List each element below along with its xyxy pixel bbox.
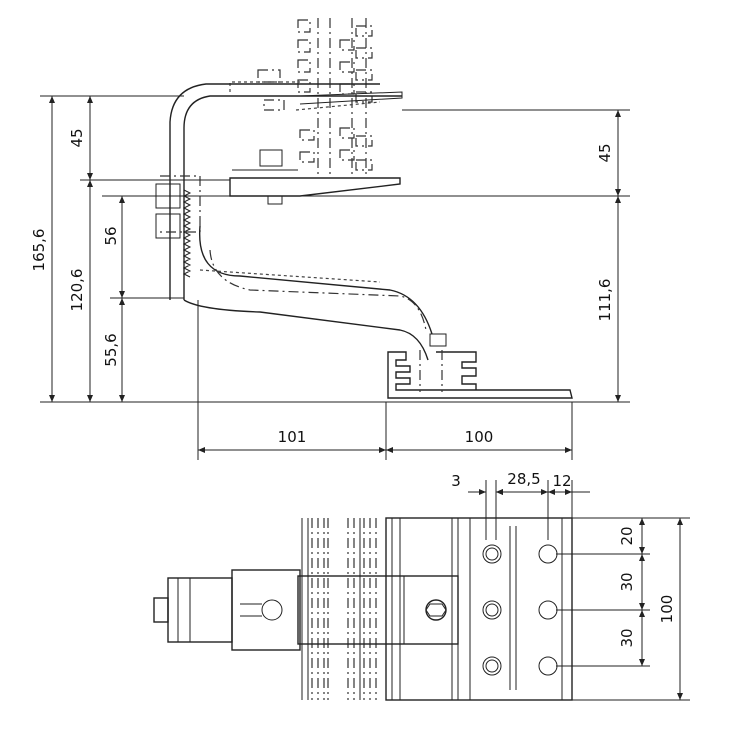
roof-hook: [102, 83, 403, 300]
dim-depth-100: 100: [658, 595, 676, 624]
dim-height-56: 56: [102, 226, 120, 245]
dim-pitch-30a: 30: [618, 572, 636, 591]
dim-right-111: 111,6: [596, 279, 614, 322]
mounting-holes: [482, 544, 558, 676]
base-plate: [385, 517, 573, 701]
top-extension-lines: [485, 480, 690, 701]
dim-height-120: 120,6: [68, 269, 86, 312]
clamp-knob: [153, 569, 301, 651]
cross-arm: [297, 575, 459, 645]
dim-slot-3: 3: [451, 472, 461, 490]
top-view: 3 28,5 12 20 30 30 100: [153, 470, 690, 701]
rail-profiles: [301, 518, 377, 700]
tile-profiles: [229, 18, 381, 178]
dimension-lines: [49, 96, 621, 453]
dim-spacing-28: 28,5: [507, 470, 540, 488]
dim-total-height: 165,6: [30, 229, 48, 272]
support-arm: [183, 225, 433, 361]
dim-left-45: 45: [68, 128, 86, 147]
dim-width-100: 100: [465, 428, 494, 446]
dim-pitch-20: 20: [618, 526, 636, 545]
extension-lines: [40, 95, 630, 460]
side-view: 165,6 45 120,6 56 55,6 45 111,6 101 100: [30, 18, 630, 460]
dim-width-101: 101: [278, 428, 307, 446]
dim-offset-12: 12: [552, 472, 571, 490]
top-dimension-lines: [468, 489, 683, 700]
dim-pitch-30b: 30: [618, 628, 636, 647]
dim-right-45: 45: [596, 143, 614, 162]
base-clamp: [387, 333, 573, 399]
dim-height-55: 55,6: [102, 333, 120, 366]
